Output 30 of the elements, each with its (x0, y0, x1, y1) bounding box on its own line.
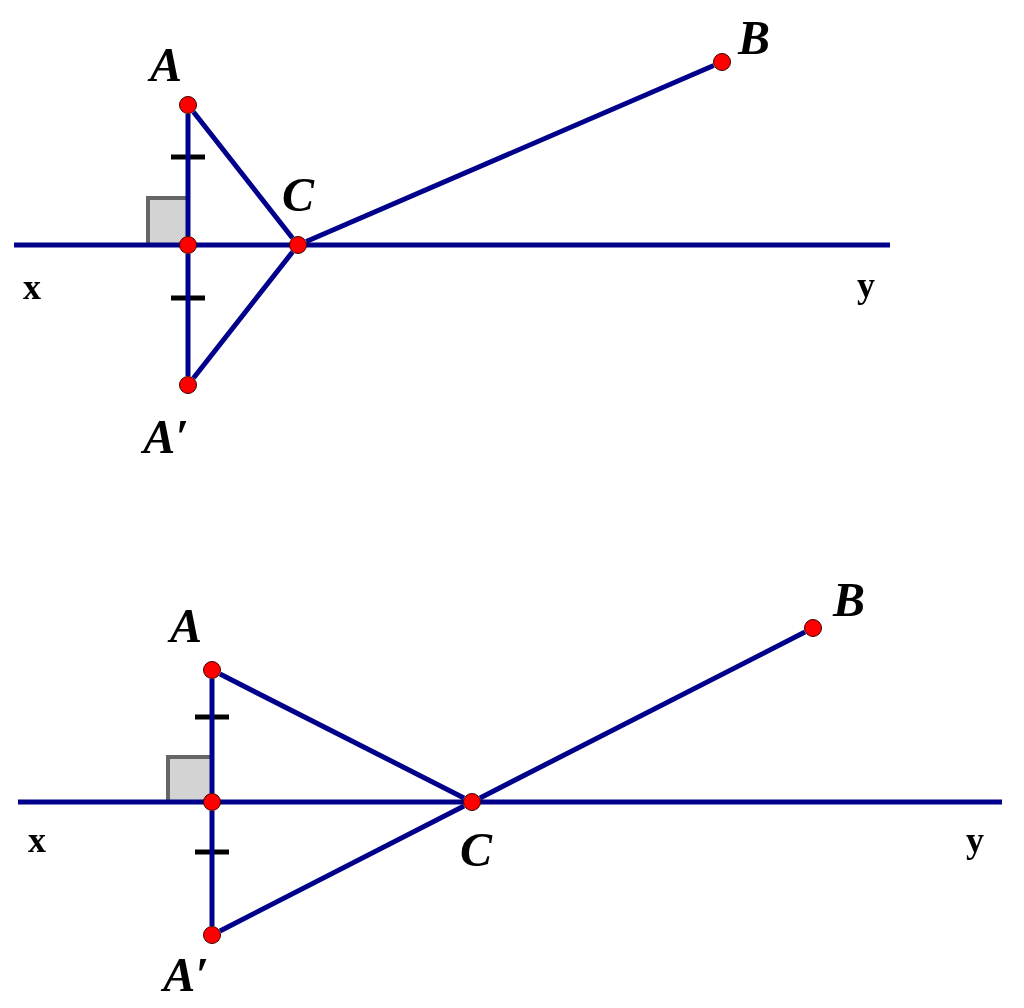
point (713, 53, 731, 71)
line-segment (191, 110, 295, 240)
line-segment (478, 629, 807, 801)
line-label: y (857, 267, 875, 303)
line-label: y (966, 822, 984, 858)
point (179, 376, 197, 394)
line-segment (218, 671, 466, 801)
line-segment (191, 250, 295, 380)
point (463, 793, 481, 811)
point (203, 926, 221, 944)
point-label: A′ (163, 951, 209, 999)
line-label: x (23, 269, 41, 305)
line-segment (185, 114, 191, 236)
point-label: B (833, 576, 865, 624)
line-segment (218, 803, 466, 934)
point (203, 661, 221, 679)
point-label: A′ (143, 413, 189, 461)
line-label: x (28, 822, 46, 858)
point-label: B (738, 14, 770, 62)
line-segment (305, 63, 715, 244)
line-segment (209, 811, 215, 926)
point (179, 236, 197, 254)
point (203, 793, 221, 811)
point (179, 96, 197, 114)
point-label: C (282, 171, 314, 219)
point (289, 236, 307, 254)
line-segment (209, 679, 215, 793)
point (804, 619, 822, 637)
line-segment (185, 254, 191, 376)
point-label: C (460, 826, 492, 874)
